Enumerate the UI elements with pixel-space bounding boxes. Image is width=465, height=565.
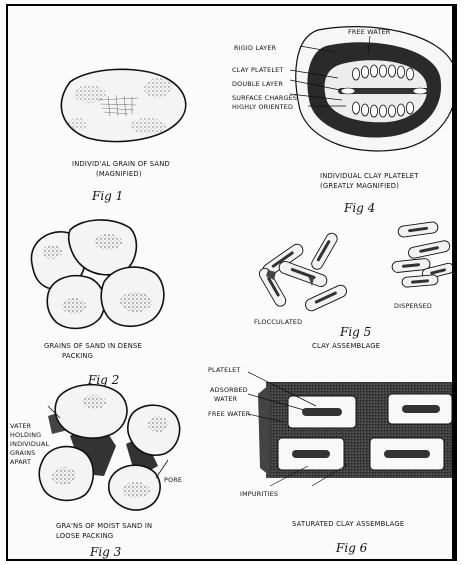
fig4-platelet [290,27,457,151]
fig4-label-double-layer: DOUBLE LAYER [232,80,283,88]
fig6-label-adsorbed-1: ADSORBED [210,386,248,394]
soil-diagram: INDIVID'AL GRAIN OF SAND (MAGNIFIED) Fig… [8,6,457,561]
fig2-caption-line1: GRAINS OF SAND IN DENSE [44,342,142,350]
fig4-label-rigid-layer: RIGID LAYER [234,44,277,52]
fig4-label: Fig 4 [343,201,375,215]
fig5-caption: CLAY ASSEMBLAGE [312,342,380,350]
fig3-label-water-2: HOLDING [10,431,41,439]
fig5-dispersed [392,221,455,287]
fig1-caption-line2: (MAGNIFIED) [96,170,142,178]
fig5-label-flocculated: FLOCCULATED [254,318,302,326]
fig3-label-water-3: INDIVIDUAL [10,440,49,448]
fig2-grains [31,220,163,328]
fig6-label-free-water: FREE WATER [208,410,251,418]
fig6-caption: SATURATED CLAY ASSEMBLAGE [292,520,404,528]
fig4-caption-line1: INDIVIDUAL CLAY PLATELET [320,172,419,180]
fig6-label-adsorbed-2: WATER [214,395,238,403]
fig1-label: Fig 1 [91,189,123,203]
fig6-label-platelet: PLATELET [208,366,240,374]
fig1-caption-line1: INDIVID'AL GRAIN OF SAND [72,160,170,168]
fig3-caption-line2: LOOSE PACKING [56,532,113,540]
fig1-grain [61,69,185,141]
fig3-caption-line1: GRA'NS OF MOIST SAND IN [56,522,152,530]
fig6-label: Fig 6 [335,541,368,555]
drawing-sheet: INDIVID'AL GRAIN OF SAND (MAGNIFIED) Fig… [6,4,457,561]
fig4-caption-line2: (GREATLY MAGNIFIED) [320,182,399,190]
fig6-assemblage [248,372,454,486]
fig3-label-water-5: APART [10,458,31,466]
fig3-label-water-4: GRAINS [10,449,35,457]
fig2-caption-line2: PACKING [62,352,93,360]
fig3-label-pore: PORE [164,476,182,484]
fig3-label: Fig 3 [89,545,122,559]
fig5-label-dispersed: DISPERSED [394,302,432,310]
fig4-label-free-water: FREE WATER [348,28,391,36]
fig4-label-highly-oriented: HIGHLY ORIENTED [232,103,293,111]
fig5-flocculated [257,231,348,313]
fig4-label-surface-charges: SURFACE CHARGES [232,94,297,102]
fig5-label: Fig 5 [339,325,371,339]
fig4-label-clay-platelet: CLAY PLATELET [232,66,283,74]
fig6-label-impurities: IMPURITIES [240,490,278,498]
fig3-grains [39,385,179,510]
fig3-label-water-1: VATER [10,422,32,430]
